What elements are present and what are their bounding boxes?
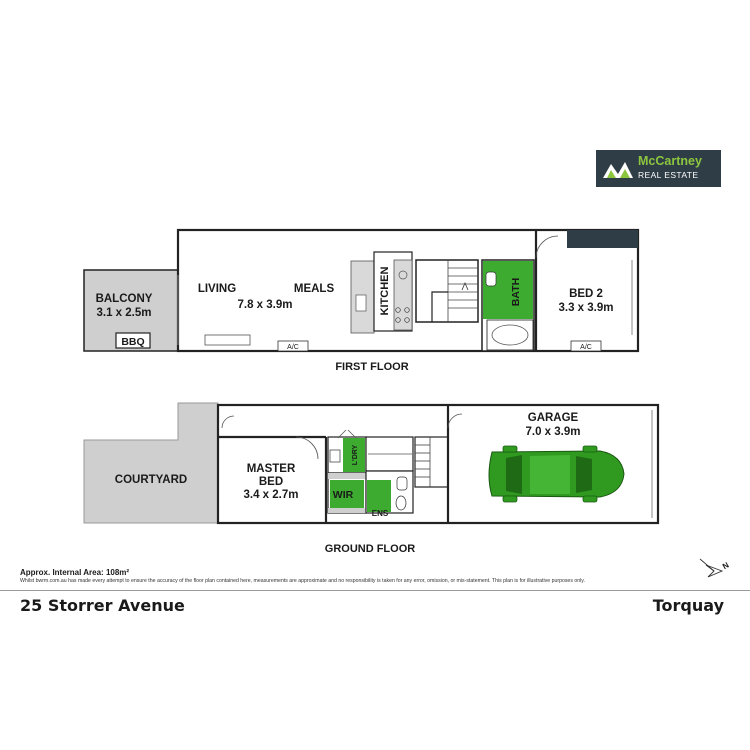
bbq-box bbox=[115, 332, 151, 349]
property-address: 25 Storrer Avenue bbox=[20, 596, 185, 615]
internal-area: Approx. Internal Area: 108m² bbox=[20, 568, 130, 577]
stair-treads bbox=[447, 260, 478, 322]
car-icon bbox=[488, 445, 625, 503]
laundry-label: L'DRY bbox=[352, 444, 359, 465]
stair-treads-lower bbox=[415, 437, 431, 487]
first-floor-heading: FIRST FLOOR bbox=[335, 361, 408, 373]
toilet-icon bbox=[485, 271, 497, 287]
basin-icon bbox=[395, 495, 407, 511]
compass-north-label: N bbox=[721, 560, 731, 571]
courtyard-area bbox=[83, 402, 219, 524]
ac-label-living: A/C bbox=[287, 344, 299, 351]
ac-unit-living bbox=[277, 340, 309, 352]
garage-door-swing bbox=[447, 413, 463, 429]
brand-name: McCartney bbox=[638, 154, 702, 168]
burner-icon bbox=[395, 317, 401, 323]
bbq-label: BBQ bbox=[121, 336, 144, 348]
bed2-label: BED 2 bbox=[569, 288, 603, 300]
first-floor: BALCONY 3.1 x 2.5m BBQ LIVING MEALS 7.8 … bbox=[83, 228, 640, 373]
ground-floor-outline bbox=[216, 403, 660, 525]
bed2-door-swing bbox=[535, 235, 559, 259]
living-label: LIVING bbox=[198, 283, 236, 295]
garage-label: GARAGE bbox=[528, 412, 579, 424]
laundry-tub bbox=[329, 449, 341, 463]
bed2-dims: 3.3 x 3.9m bbox=[559, 302, 614, 314]
ac-unit-bed2 bbox=[570, 340, 602, 352]
bathtub-basin bbox=[491, 324, 529, 346]
stairs-lower bbox=[414, 436, 449, 488]
bath-floor bbox=[505, 261, 533, 319]
kitchen-label: KITCHEN bbox=[379, 267, 391, 316]
laundry-floor bbox=[343, 438, 365, 472]
meals-label: MEALS bbox=[294, 283, 335, 295]
master-door-swing bbox=[295, 436, 319, 460]
burner-icon bbox=[395, 307, 401, 313]
living-furniture bbox=[204, 334, 251, 346]
balcony-dims: 3.1 x 2.5m bbox=[97, 307, 152, 319]
bath-label: BATH bbox=[510, 278, 522, 306]
footer-divider bbox=[0, 590, 750, 591]
courtyard-label: COURTYARD bbox=[115, 474, 187, 486]
master-label-1: MASTER bbox=[247, 463, 296, 475]
entry-door-swing bbox=[221, 415, 235, 429]
ensuite-label: ENS bbox=[372, 509, 389, 518]
bed2-robe bbox=[567, 230, 638, 248]
wir-shelf-lower bbox=[328, 508, 366, 513]
ground-floor: COURTYARD MASTER BED 3.4 x 2.7m L'DRY WI… bbox=[83, 402, 660, 555]
wir-shelf bbox=[328, 473, 366, 479]
laundry-door-swing bbox=[337, 429, 357, 439]
wir-label: WIR bbox=[333, 489, 354, 501]
bath-vanity bbox=[483, 261, 505, 319]
ground-floor-heading: GROUND FLOOR bbox=[325, 543, 415, 555]
brand-sub: REAL ESTATE bbox=[638, 170, 699, 180]
master-dims: 3.4 x 2.7m bbox=[244, 489, 299, 501]
stair-rail bbox=[431, 291, 448, 322]
ensuite-floor bbox=[367, 480, 391, 512]
burner-icon bbox=[404, 317, 410, 323]
stair-arrow-icon bbox=[461, 281, 469, 291]
garage-dims: 7.0 x 3.9m bbox=[526, 426, 581, 438]
compass-icon: N bbox=[699, 558, 731, 578]
stairs-upper bbox=[415, 259, 479, 323]
bathtub bbox=[486, 319, 534, 351]
mountain-logo-icon bbox=[603, 162, 633, 178]
property-suburb: Torquay bbox=[652, 596, 724, 615]
kitchen-sink bbox=[355, 294, 367, 312]
brand-logo: McCartney REAL ESTATE bbox=[596, 150, 721, 187]
ac-label-bed2: A/C bbox=[580, 344, 592, 351]
burner-icon bbox=[404, 307, 410, 313]
rangehood-icon bbox=[398, 270, 408, 280]
toilet-icon bbox=[396, 476, 408, 491]
balcony-label: BALCONY bbox=[96, 293, 153, 305]
wir-floor bbox=[330, 480, 364, 508]
master-label-2: BED bbox=[259, 476, 283, 488]
living-dims: 7.8 x 3.9m bbox=[238, 299, 293, 311]
disclaimer: Whilst bwrm.com.au has made every attemp… bbox=[20, 578, 585, 584]
